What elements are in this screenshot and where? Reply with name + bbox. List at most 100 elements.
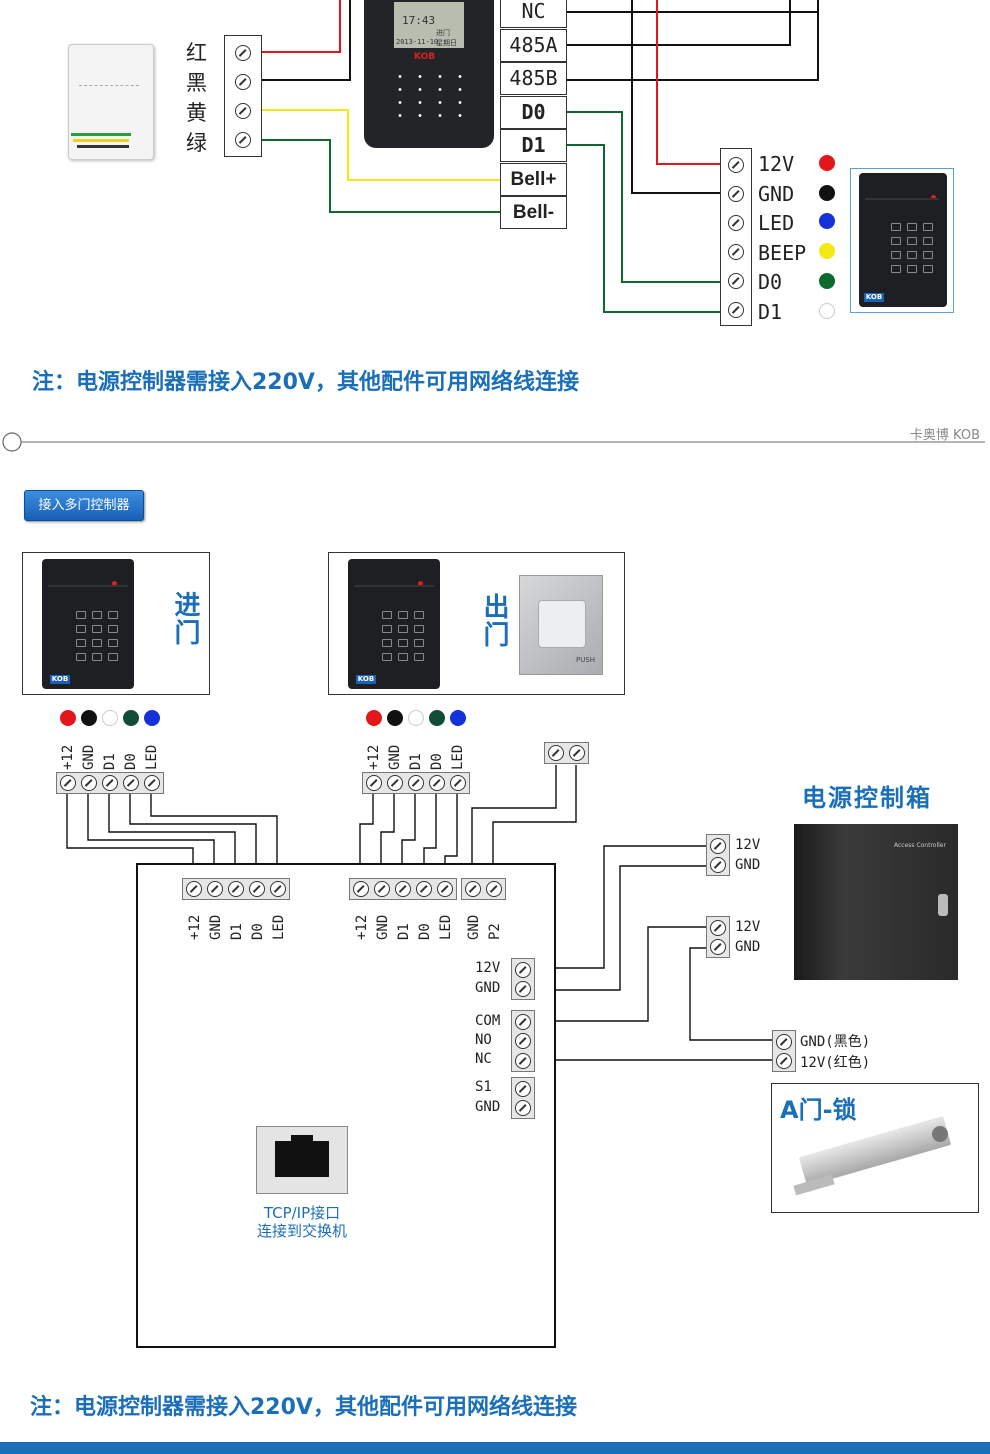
multi-door-controller-button[interactable]: 接入多门控制器 <box>24 490 144 521</box>
device-keypad <box>390 70 470 122</box>
screen-time: 17:43 <box>402 14 436 27</box>
exit-dot-red <box>366 710 382 726</box>
psu-brand: Access Controller <box>894 842 946 849</box>
card-reader-image: KOB <box>850 168 954 313</box>
exit-dot-black <box>387 710 403 726</box>
wire-label-green: 绿 <box>186 131 207 155</box>
psu-title: 电源控制箱 <box>802 784 932 812</box>
lock-pin-12v: 12V(红色) <box>800 1055 871 1071</box>
reader-brand: KOB <box>864 293 884 302</box>
tcp-ip-label: TCP/IP接口 <box>263 1204 341 1222</box>
psu-output-2 <box>706 916 730 958</box>
pin-d1: D1 <box>500 129 567 162</box>
ctrl-l-12: +12 <box>187 914 203 940</box>
color-dot-red <box>819 155 835 171</box>
ctrl-r-led: LED <box>438 914 454 940</box>
ctrl-side-sgnd: GND <box>475 1099 501 1115</box>
wire-label-red: 红 <box>186 41 207 65</box>
psu-out2-gnd: GND <box>735 939 761 955</box>
entry-dot-blue <box>144 710 160 726</box>
color-dot-white <box>819 303 835 319</box>
entry-dot-white <box>102 710 118 726</box>
access-control-device: 17:43 进门 2013-11-10 星期日 KOB <box>364 0 494 148</box>
exit-label-d1: D1 <box>408 753 424 770</box>
exit-dot-blue <box>450 710 466 726</box>
psu-out1-gnd: GND <box>735 857 761 873</box>
reader-terminal <box>720 148 752 326</box>
reader-pin-d0: D0 <box>758 270 783 294</box>
pin-nc: NC <box>500 0 567 28</box>
exit-reader-panel: KOB 出门 PUSH <box>328 552 625 695</box>
exit-label-gnd: GND <box>387 744 403 770</box>
color-dot-black <box>819 185 835 201</box>
controller-top-terminal-extra <box>461 878 506 900</box>
ctrl-l-led: LED <box>271 914 287 940</box>
exit-label-d0: D0 <box>429 753 445 770</box>
exit-title: 出门 <box>479 593 509 649</box>
top-note: 注：电源控制器需接入220V，其他配件可用网络线连接 <box>32 370 579 395</box>
ctrl-side-com: COM <box>475 1013 501 1029</box>
bottom-note: 注：电源控制器需接入220V，其他配件可用网络线连接 <box>30 1395 577 1420</box>
exit-button-image: PUSH <box>519 575 603 675</box>
controller-power-terminal <box>511 958 535 1000</box>
entry-dot-red <box>60 710 76 726</box>
reader-pin-d1: D1 <box>758 299 783 324</box>
device-screen: 17:43 进门 2013-11-10 星期日 <box>394 2 464 48</box>
ctrl-r-gnd: GND <box>375 914 391 940</box>
tcp-ip-port <box>256 1126 348 1194</box>
psu-output-1 <box>706 834 730 876</box>
device-brand: KOB <box>414 52 436 62</box>
ctrl-side-gnd: GND <box>475 980 501 996</box>
pin-bell-plus: Bell+ <box>500 163 567 196</box>
reader-pin-gnd: GND <box>758 181 795 206</box>
entry-reader-brand: KOB <box>50 675 70 684</box>
entry-dot-darkgreen <box>123 710 139 726</box>
entry-label-gnd: GND <box>81 744 97 770</box>
ctrl-l-gnd: GND <box>208 914 224 940</box>
ctrl-l-d1: D1 <box>229 923 245 940</box>
pin-bell-minus: Bell- <box>500 196 567 229</box>
pin-485a: 485A <box>500 29 567 62</box>
exit-label-12: +12 <box>366 744 382 770</box>
entry-reader-panel: KOB 进门 <box>22 552 210 695</box>
screen-date: 2013-11-10 <box>396 38 439 46</box>
ctrl-side-s1: S1 <box>475 1079 492 1095</box>
exit-dot-darkgreen <box>429 710 445 726</box>
entry-label-d0: D0 <box>123 753 139 770</box>
ctrl-side-nc: NC <box>475 1051 492 1067</box>
divider-brand: 卡奥博 KOB <box>909 428 980 443</box>
psu-out1-12v: 12V <box>735 837 761 853</box>
screen-weekday: 星期日 <box>436 39 457 47</box>
screen-door: 进门 <box>436 29 450 37</box>
power-module-terminal <box>224 35 262 157</box>
pin-d0: D0 <box>500 96 567 129</box>
ctrl-l-d0: D0 <box>250 923 266 940</box>
reader-keypad <box>891 223 941 275</box>
exit-button-text: PUSH <box>576 656 596 664</box>
controller-top-terminal-left <box>182 878 290 900</box>
color-dot-yellow <box>819 243 835 259</box>
ctrl-r-d0: D0 <box>417 923 433 940</box>
lock-title: A门-锁 <box>780 1096 857 1124</box>
ctrl-side-12v: 12V <box>475 960 501 976</box>
door-lock-panel: A门-锁 <box>771 1083 979 1213</box>
ctrl-x-gnd: GND <box>466 914 482 940</box>
entry-reader-terminal <box>56 772 164 794</box>
lock-pin-gnd: GND(黑色) <box>800 1034 871 1050</box>
tcp-ip-label-2: 连接到交换机 <box>256 1222 347 1240</box>
entry-title: 进门 <box>170 591 200 647</box>
entry-label-d1: D1 <box>102 753 118 770</box>
entry-label-12: +12 <box>60 744 76 770</box>
ctrl-side-no: NO <box>475 1032 492 1048</box>
exit-button-terminal <box>544 742 589 764</box>
reader-pin-12v: 12V <box>758 152 795 176</box>
controller-relay-terminal <box>511 1010 535 1072</box>
reader-pin-beep: BEEP <box>758 240 807 265</box>
exit-reader-terminal <box>362 772 470 794</box>
controller-sensor-terminal <box>511 1077 535 1119</box>
controller-top-terminal-right <box>349 878 457 900</box>
wire-label-black: 黑 <box>186 71 207 95</box>
door-controller-board <box>136 863 556 1348</box>
entry-label-led: LED <box>144 744 160 770</box>
